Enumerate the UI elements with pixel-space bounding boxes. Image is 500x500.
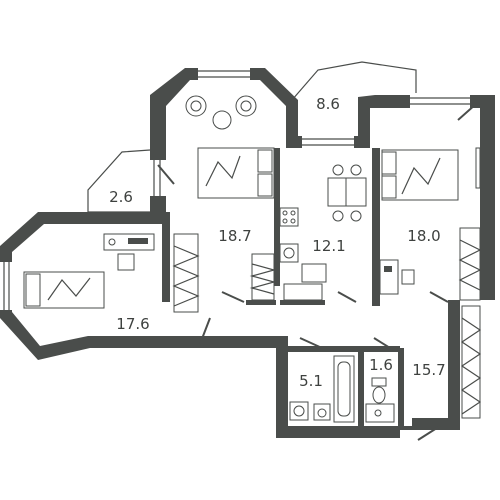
door-bath bbox=[299, 337, 323, 349]
dining-table bbox=[327, 164, 367, 222]
bed-left bbox=[23, 271, 105, 309]
door-balcony-left bbox=[157, 164, 175, 185]
armchair-right bbox=[235, 95, 257, 117]
bath-sink bbox=[313, 403, 331, 421]
door-entrance bbox=[417, 425, 441, 441]
washing-machine bbox=[289, 401, 309, 421]
door-kitchen bbox=[337, 291, 357, 303]
wall-bedroom-kitchen bbox=[274, 148, 280, 286]
wall-bath-top bbox=[276, 346, 400, 352]
chair-left bbox=[117, 253, 135, 271]
toilet-bowl bbox=[371, 377, 387, 404]
wardrobe-hallway bbox=[460, 305, 482, 419]
bed-center bbox=[197, 147, 275, 199]
wall-center-left bbox=[162, 212, 170, 302]
wall-center-bottom bbox=[246, 300, 276, 305]
kitchen-counter bbox=[283, 263, 327, 301]
room-area-toilet: 1.6 bbox=[369, 356, 393, 374]
room-area-kitchen: 12.1 bbox=[312, 237, 346, 255]
kitchen-sink bbox=[279, 243, 299, 263]
armchair-left bbox=[185, 95, 207, 117]
tv-panel bbox=[475, 147, 481, 189]
room-area-balcony-right: 8.6 bbox=[316, 95, 340, 113]
window-left bbox=[0, 262, 14, 310]
wall-kitchen-bottom bbox=[280, 300, 325, 305]
door-center-room bbox=[221, 291, 245, 303]
wardrobe-left bbox=[172, 233, 200, 313]
wall-bath-toilet bbox=[358, 348, 364, 430]
room-area-bedroom-right: 18.0 bbox=[407, 227, 441, 245]
door-balcony-right bbox=[457, 103, 477, 121]
window-balcony-left bbox=[148, 160, 168, 196]
desk-right bbox=[379, 259, 415, 295]
toilet-sink bbox=[365, 403, 395, 423]
door-right-room bbox=[429, 291, 449, 303]
room-area-hallway: 15.7 bbox=[412, 361, 446, 379]
wall-kitchen-right bbox=[372, 148, 380, 306]
bed-right bbox=[381, 149, 459, 201]
door-toilet bbox=[373, 337, 391, 349]
window-kitchen bbox=[302, 134, 354, 150]
wardrobe-center bbox=[249, 253, 277, 301]
room-area-bedroom-center: 18.7 bbox=[218, 227, 252, 245]
bathtub bbox=[333, 355, 355, 423]
exterior-walls bbox=[0, 68, 495, 438]
room-area-balcony-left: 2.6 bbox=[109, 188, 133, 206]
balcony-right-outline bbox=[291, 61, 417, 101]
desk-left bbox=[103, 233, 155, 251]
room-area-living-left: 17.6 bbox=[116, 315, 150, 333]
wall-toilet-hall bbox=[398, 348, 404, 430]
coffee-table bbox=[212, 110, 232, 130]
room-area-bathroom: 5.1 bbox=[299, 372, 323, 390]
stove bbox=[279, 207, 299, 227]
window-right-bedroom bbox=[410, 93, 470, 110]
window-top-bedroom bbox=[198, 66, 250, 82]
door-left-room bbox=[199, 317, 211, 345]
wardrobe-right bbox=[458, 227, 482, 301]
